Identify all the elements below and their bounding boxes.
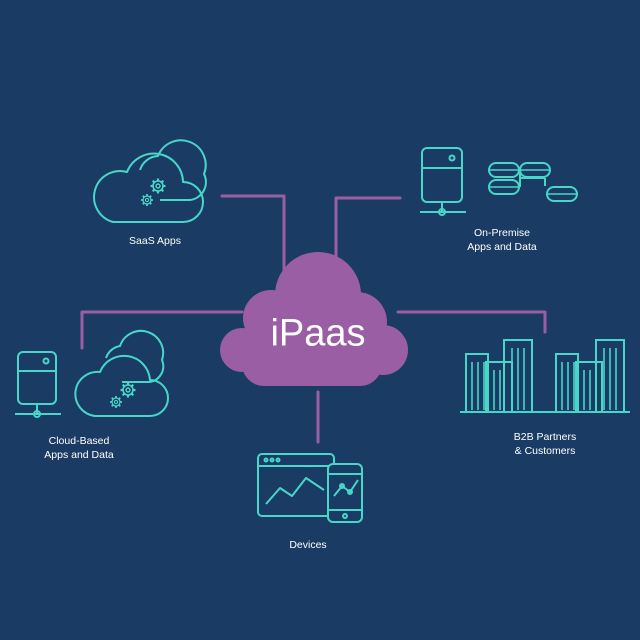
connector-b2b bbox=[396, 310, 547, 334]
b2b-label-line1: B2B Partners bbox=[513, 431, 577, 443]
on-premise-label-line1: On-Premise bbox=[473, 227, 530, 239]
b2b-label: B2B Partners & Customers bbox=[514, 430, 576, 458]
devices-label: Devices bbox=[289, 539, 327, 551]
on-premise-label: On-Premise Apps and Data bbox=[467, 226, 536, 254]
cloud-based-label: Cloud-Based Apps and Data bbox=[44, 434, 113, 462]
saas-apps-label: SaaS Apps bbox=[129, 235, 181, 247]
hub-title: iPaas bbox=[270, 312, 366, 355]
connectors bbox=[80, 194, 547, 444]
cloud-based-label-line1: Cloud-Based bbox=[48, 435, 110, 447]
monitor-phone-chart-icon bbox=[257, 453, 363, 523]
ipaas-hub-cloud bbox=[220, 252, 408, 386]
on-premise-label-line2: Apps and Data bbox=[467, 241, 537, 253]
server-cloud-gear-icon bbox=[15, 329, 169, 418]
connector-saas bbox=[220, 194, 286, 274]
cloud-gears-icon bbox=[93, 139, 207, 223]
server-database-icon bbox=[420, 147, 578, 216]
connector-cloud-based bbox=[80, 310, 244, 350]
b2b-label-line2: & Customers bbox=[514, 445, 576, 457]
cloud-based-label-line2: Apps and Data bbox=[44, 449, 114, 461]
buildings-icon bbox=[460, 339, 630, 413]
connector-on-premise bbox=[334, 196, 402, 264]
